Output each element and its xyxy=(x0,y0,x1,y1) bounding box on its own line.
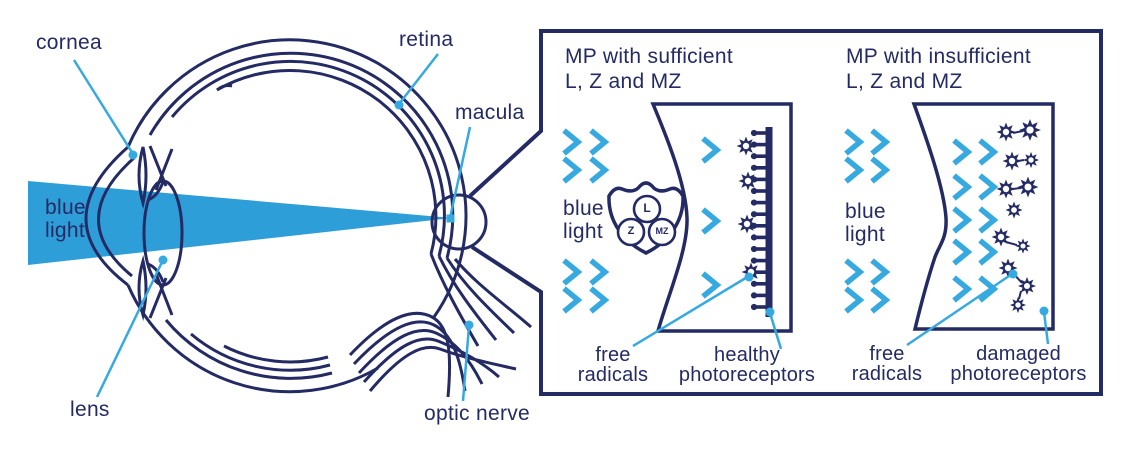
optic-nerve-lines xyxy=(348,253,532,398)
panel-insufficient-macula-shape xyxy=(911,102,1055,331)
shield-letter-mz: MZ xyxy=(655,226,669,236)
blue-light-label-insufficient: blue light xyxy=(845,200,886,246)
optic-nerve-label: optic nerve xyxy=(424,402,531,425)
photoreceptor-comb xyxy=(750,127,773,317)
cornea-outline xyxy=(84,145,129,287)
leader-lines xyxy=(72,53,1050,402)
blue-light-beam xyxy=(28,181,452,265)
cornea-label: cornea xyxy=(36,31,103,54)
damaged-photoreceptors-caption: damaged photoreceptors xyxy=(950,343,1087,385)
free-radical-stars-insufficient xyxy=(991,119,1041,314)
blue-light-label-main: blue light xyxy=(45,196,86,242)
callout-box xyxy=(468,29,1103,396)
retina-layer xyxy=(216,69,438,255)
panel-sufficient-macula-shape xyxy=(650,102,793,333)
shield-letter-l: L xyxy=(643,201,651,215)
eyeball-outline xyxy=(84,38,532,398)
panel-sufficient-title: MP with sufficient L, Z and MZ xyxy=(565,45,734,93)
leader-dots xyxy=(128,100,1049,330)
macula-label: macula xyxy=(455,101,525,124)
healthy-photoreceptors-caption: healthy photoreceptors xyxy=(678,344,816,386)
free-radicals-caption-insufficient: free radicals xyxy=(851,343,923,385)
lens-label: lens xyxy=(70,398,110,421)
macula-circle xyxy=(430,193,488,251)
retina-label: retina xyxy=(399,28,454,51)
panel-insufficient-title: MP with insufficient L, Z and MZ xyxy=(846,45,1031,93)
blue-light-label-sufficient: blue light xyxy=(563,197,604,243)
shield-icon xyxy=(607,181,685,255)
shield-letter-z: Z xyxy=(627,225,635,237)
free-radicals-caption-sufficient: free radicals xyxy=(577,344,649,386)
